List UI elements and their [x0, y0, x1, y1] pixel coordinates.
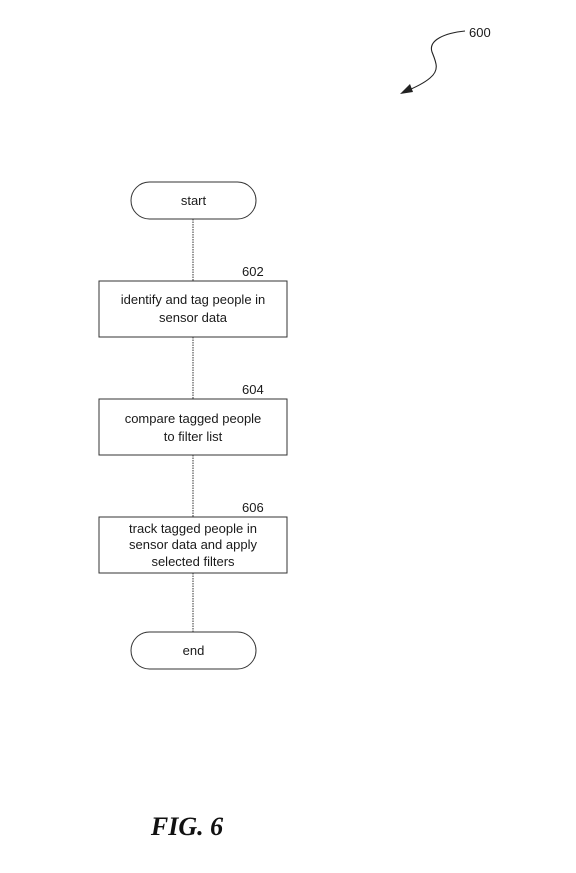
- step-606-line-2: sensor data and apply: [129, 537, 257, 552]
- step-604-line-1: compare tagged people: [125, 411, 262, 426]
- end-node: end: [130, 631, 257, 670]
- step-606-line-3: selected filters: [151, 554, 235, 569]
- step-602-reference: 602: [242, 264, 264, 279]
- figure-reference-arrowhead: [400, 84, 413, 94]
- process-step-606: 606 track tagged people in sensor data a…: [98, 500, 288, 574]
- start-node: start: [130, 181, 257, 220]
- end-label: end: [183, 643, 205, 658]
- process-step-604: 604 compare tagged people to filter list: [98, 382, 288, 456]
- figure-reference-number: 600: [469, 25, 491, 40]
- step-604-reference: 604: [242, 382, 264, 397]
- step-604-line-2: to filter list: [164, 429, 223, 444]
- process-step-602: 602 identify and tag people in sensor da…: [98, 264, 288, 338]
- step-606-line-1: track tagged people in: [129, 521, 257, 536]
- step-602-line-1: identify and tag people in: [121, 292, 266, 307]
- step-602-line-2: sensor data: [159, 310, 228, 325]
- step-606-reference: 606: [242, 500, 264, 515]
- start-label: start: [181, 193, 207, 208]
- figure-caption: FIG. 6: [150, 812, 224, 841]
- figure-reference-arrow: [403, 30, 466, 93]
